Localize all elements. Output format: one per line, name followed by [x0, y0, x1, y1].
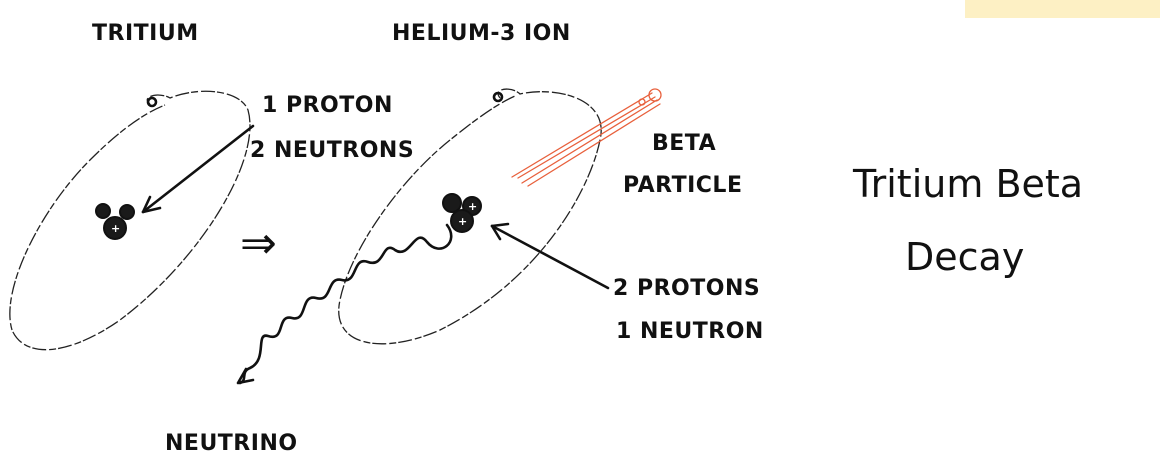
diagram-title-line1: Tritium Beta	[852, 162, 1083, 206]
svg-text:+: +	[458, 215, 467, 228]
helium-composition-line1: 2 PROTONS	[613, 276, 760, 301]
corner-tab	[965, 0, 1160, 18]
svg-text:+: +	[468, 200, 477, 213]
reaction-arrow: ⇒	[240, 218, 277, 269]
neutrino-arrowhead	[236, 367, 255, 385]
beta-particle-label-line1: BETA	[652, 131, 716, 156]
helium-orbit	[338, 88, 602, 345]
helium-orbit-electron	[492, 91, 504, 103]
beta-particle-streak	[511, 88, 662, 187]
helium-composition-line2: 1 NEUTRON	[616, 319, 764, 344]
tritium-label: TRITIUM	[92, 21, 199, 46]
helium-pointer-arrow	[490, 222, 610, 290]
helium-ion-label: HELIUM-3 ION	[392, 21, 571, 46]
tritium-composition-line2: 2 NEUTRONS	[250, 138, 414, 163]
neutrino-label: NEUTRINO	[165, 431, 298, 456]
tritium-orbit-electron	[146, 96, 158, 108]
tritium-nucleus: +	[95, 203, 135, 240]
beta-particle-label-line2: PARTICLE	[623, 173, 742, 198]
svg-text:+: +	[111, 222, 120, 235]
diagram-title-line2: Decay	[905, 235, 1024, 279]
tritium-pointer-arrow	[141, 124, 255, 214]
tritium-orbit	[9, 90, 251, 351]
neutrino-coil	[238, 223, 453, 385]
tritium-composition-line1: 1 PROTON	[262, 93, 393, 118]
helium-nucleus: + +	[442, 193, 482, 233]
